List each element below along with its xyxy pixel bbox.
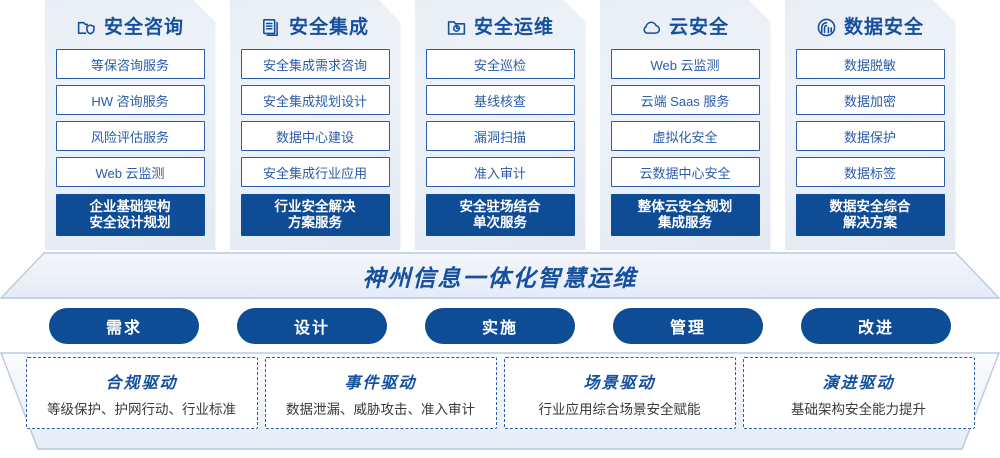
- driver-title: 合规驱动: [105, 374, 178, 392]
- service-column-title: 数据安全: [843, 16, 924, 38]
- service-highlight-line: 集成服务: [658, 215, 712, 230]
- service-columns: 安全咨询等保咨询服务 HW 咨询服务风险评估服务 Web 云监测企业基础架构安全设计…: [0, 0, 1000, 252]
- driver-box-3[interactable]: 场景驱动行业应用综合场景安全赋能: [503, 357, 736, 429]
- driver-box-4[interactable]: 演进驱动基础架构安全能力提升: [742, 357, 975, 429]
- service-item[interactable]: 云端 Saas 服务: [611, 85, 760, 115]
- driver-subtitle: 等级保护、护网行动、行业标准: [47, 401, 236, 417]
- service-highlight-card[interactable]: 整体云安全规划集成服务: [611, 194, 760, 236]
- service-column-header: 安全运维: [426, 8, 575, 46]
- service-highlight-card[interactable]: 数据安全综合解决方案: [796, 194, 945, 236]
- service-item[interactable]: 基线核查: [426, 85, 575, 115]
- service-item[interactable]: 安全集成规划设计: [241, 85, 390, 115]
- driver-subtitle: 行业应用综合场景安全赋能: [538, 401, 701, 417]
- service-item-list: 安全巡检基线核查漏洞扫描准入审计安全驻场结合单次服务: [426, 49, 575, 236]
- fingerprint-icon: [816, 17, 837, 38]
- driver-subtitle: 基础架构安全能力提升: [791, 401, 926, 417]
- service-item-list: 等保咨询服务 HW 咨询服务风险评估服务 Web 云监测企业基础架构安全设计规划: [56, 49, 205, 236]
- service-item[interactable]: 安全集成行业应用: [241, 157, 390, 187]
- service-highlight-line: 数据安全综合: [829, 198, 911, 214]
- platform-banner-title: 神州信息一体化智慧运维: [362, 264, 638, 291]
- service-item-list: 安全集成需求咨询安全集成规划设计数据中心建设安全集成行业应用行业安全解决方案服务: [241, 49, 390, 236]
- documents-copy-icon: [261, 17, 282, 38]
- lifecycle-pill-1[interactable]: 需求: [49, 308, 199, 344]
- service-highlight-line: 单次服务: [473, 215, 527, 230]
- service-item[interactable]: Web 云监测: [56, 157, 205, 187]
- service-column-header: 云安全: [611, 8, 760, 46]
- driver-title: 场景驱动: [583, 374, 656, 392]
- service-column-title: 安全集成: [288, 16, 369, 38]
- service-item[interactable]: 安全巡检: [426, 49, 575, 79]
- cloud-icon: [641, 17, 662, 38]
- service-item-list: 数据脱敏数据加密数据保护数据标签数据安全综合解决方案: [796, 49, 945, 236]
- service-column-header: 数据安全: [796, 8, 945, 46]
- service-item[interactable]: 数据加密: [796, 85, 945, 115]
- service-item[interactable]: 云数据中心安全: [611, 157, 760, 187]
- service-highlight-line: 整体云安全规划: [637, 198, 733, 214]
- service-column-5: 数据安全数据脱敏数据加密数据保护数据标签数据安全综合解决方案: [785, 0, 956, 250]
- driver-boxes: 合规驱动等级保护、护网行动、行业标准事件驱动数据泄漏、威胁攻击、准入审计场景驱动…: [0, 357, 1000, 441]
- service-item[interactable]: 数据脱敏: [796, 49, 945, 79]
- driver-box-1[interactable]: 合规驱动等级保护、护网行动、行业标准: [25, 357, 258, 429]
- service-highlight-card[interactable]: 行业安全解决方案服务: [241, 194, 390, 236]
- service-column-3: 安全运维安全巡检基线核查漏洞扫描准入审计安全驻场结合单次服务: [415, 0, 586, 250]
- service-item[interactable]: 准入审计: [426, 157, 575, 187]
- service-column-title: 安全运维: [473, 16, 554, 38]
- service-column-title: 安全咨询: [103, 16, 184, 38]
- service-item[interactable]: 风险评估服务: [56, 121, 205, 151]
- service-item[interactable]: 虚拟化安全: [611, 121, 760, 151]
- service-item[interactable]: 数据中心建设: [241, 121, 390, 151]
- lifecycle-pill-5[interactable]: 改进: [801, 308, 951, 344]
- service-highlight-line: 方案服务: [288, 215, 342, 230]
- lifecycle-pills: 需求 设计 实施 管理 改进: [0, 308, 1000, 346]
- driver-subtitle: 数据泄漏、威胁攻击、准入审计: [286, 401, 475, 417]
- service-column-2: 安全集成安全集成需求咨询安全集成规划设计数据中心建设安全集成行业应用行业安全解决…: [230, 0, 401, 250]
- service-item[interactable]: Web 云监测: [611, 49, 760, 79]
- service-column-1: 安全咨询等保咨询服务 HW 咨询服务风险评估服务 Web 云监测企业基础架构安全设计…: [45, 0, 216, 250]
- service-item-list: Web 云监测云端 Saas 服务虚拟化安全云数据中心安全整体云安全规划集成服务: [611, 49, 760, 236]
- lifecycle-pill-4[interactable]: 管理: [613, 308, 763, 344]
- service-highlight-card[interactable]: 安全驻场结合单次服务: [426, 194, 575, 236]
- service-highlight-line: 解决方案: [843, 215, 897, 230]
- service-highlight-card[interactable]: 企业基础架构安全设计规划: [56, 194, 205, 236]
- service-highlight-line: 企业基础架构: [89, 198, 171, 214]
- service-highlight-line: 安全驻场结合: [459, 198, 541, 214]
- service-highlight-line: 行业安全解决: [274, 198, 356, 214]
- service-item[interactable]: 数据保护: [796, 121, 945, 151]
- platform-banner: 神州信息一体化智慧运维: [0, 252, 1000, 299]
- lifecycle-pill-2[interactable]: 设计: [237, 308, 387, 344]
- lifecycle-pill-3[interactable]: 实施: [425, 308, 575, 344]
- service-column-header: 安全咨询: [56, 8, 205, 46]
- folder-shield-icon: [76, 17, 97, 38]
- service-highlight-line: 安全设计规划: [89, 215, 171, 230]
- service-item[interactable]: HW 咨询服务: [56, 85, 205, 115]
- driver-box-2[interactable]: 事件驱动数据泄漏、威胁攻击、准入审计: [264, 357, 497, 429]
- service-column-4: 云安全 Web 云监测云端 Saas 服务虚拟化安全云数据中心安全整体云安全规划集…: [600, 0, 771, 250]
- service-item[interactable]: 漏洞扫描: [426, 121, 575, 151]
- folder-chart-icon: [446, 17, 467, 38]
- service-item[interactable]: 安全集成需求咨询: [241, 49, 390, 79]
- service-column-header: 安全集成: [241, 8, 390, 46]
- driver-title: 演进驱动: [822, 374, 895, 392]
- service-column-title: 云安全: [668, 16, 729, 38]
- service-item[interactable]: 数据标签: [796, 157, 945, 187]
- service-item[interactable]: 等保咨询服务: [56, 49, 205, 79]
- driver-title: 事件驱动: [344, 374, 417, 392]
